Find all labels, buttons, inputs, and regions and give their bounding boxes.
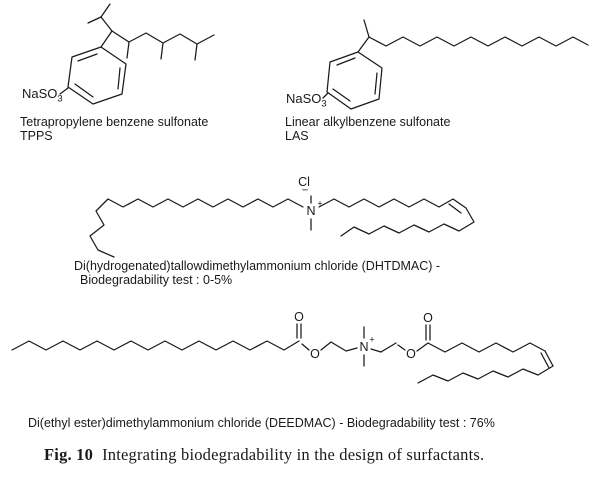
methyl-bond [100,3,111,18]
chloride-counterion-label: Cl [298,174,310,189]
aromatic-double-bond [336,57,356,66]
deedmac-nitrogen-label: N [359,339,369,354]
methyl-bond [363,19,370,38]
cis-double-bond [540,352,550,369]
aromatic-double-bond [117,67,121,90]
dhtdmac-positive-charge: + [317,198,323,209]
alkyl-chain [100,30,215,48]
deedmac-positive-charge: + [369,334,375,345]
tpps-name: Tetrapropylene benzene sulfonate [20,115,209,129]
benzene-ring [326,51,383,110]
methyl-bond [194,43,198,61]
las-abbreviation: LAS [285,129,309,143]
deedmac-structure [11,323,554,384]
cis-double-bond [448,203,462,214]
dhtdmac-structure [89,195,475,258]
ester-bond [397,344,406,351]
methyl-bond [160,42,164,60]
methyl-bond [87,16,102,24]
deedmac-ester-oxygen-left: O [310,346,320,361]
dhtdmac-name-line1: Di(hydrogenated)tallowdimethylammonium c… [74,259,441,273]
acyl-chain-left [11,340,300,351]
tallow-chain-right [318,198,454,208]
ethyl-linker [380,342,397,353]
benzene-ring [67,46,127,105]
aromatic-double-bond [332,88,351,102]
tallow-chain-tail [340,207,475,237]
ester-bond [320,341,332,351]
figure-number: Fig. 10 [44,445,94,464]
tpps-structure [59,3,215,105]
methyl-bond [126,41,130,59]
ethyl-linker [370,348,382,353]
figure-caption-text: Integrating biodegradability in the desi… [102,445,485,464]
sulfonate-bond [59,87,69,95]
las-name: Linear alkylbenzene sulfonate [285,115,451,129]
las-structure [322,19,589,110]
dhtdmac-biodegradability: Biodegradability test : 0-5% [80,273,233,287]
tpps-sulfonate-subscript: 3 [57,93,63,105]
aromatic-double-bond [374,72,378,95]
cis-double-bond [544,350,554,367]
isopropyl-bond [100,16,113,32]
alkyl-chain [357,36,589,53]
cis-double-bond [452,198,467,209]
ester-bond [301,343,310,351]
deedmac-carbonyl-oxygen-left: O [294,309,304,324]
deedmac-ester-oxygen-right: O [406,346,416,361]
tpps-sulfonate-text: NaSO [22,86,58,101]
deedmac-name: Di(ethyl ester)dimethylammonium chloride… [28,416,495,430]
tallow-chain-left [89,198,304,258]
sulfonate-bond [322,92,329,99]
aromatic-double-bond [74,83,94,98]
acyl-chain-tail [417,365,554,384]
las-sulfonate-text: NaSO [286,91,322,106]
dhtdmac-nitrogen-label: N [306,203,316,218]
tpps-abbreviation: TPPS [20,129,53,143]
aromatic-double-bond [77,53,98,62]
ester-bond [416,342,429,352]
las-sulfonate-subscript: 3 [321,98,327,110]
tpps-sulfonate-label: NaSO3 [22,87,63,104]
deedmac-carbonyl-oxygen-right: O [423,310,433,325]
ethyl-linker [330,341,358,352]
figure-caption: Fig. 10 Integrating biodegradability in t… [44,445,484,465]
las-sulfonate-label: NaSO3 [286,92,327,109]
acyl-chain-right [427,342,546,353]
chloride-negative-charge: − [301,184,309,197]
